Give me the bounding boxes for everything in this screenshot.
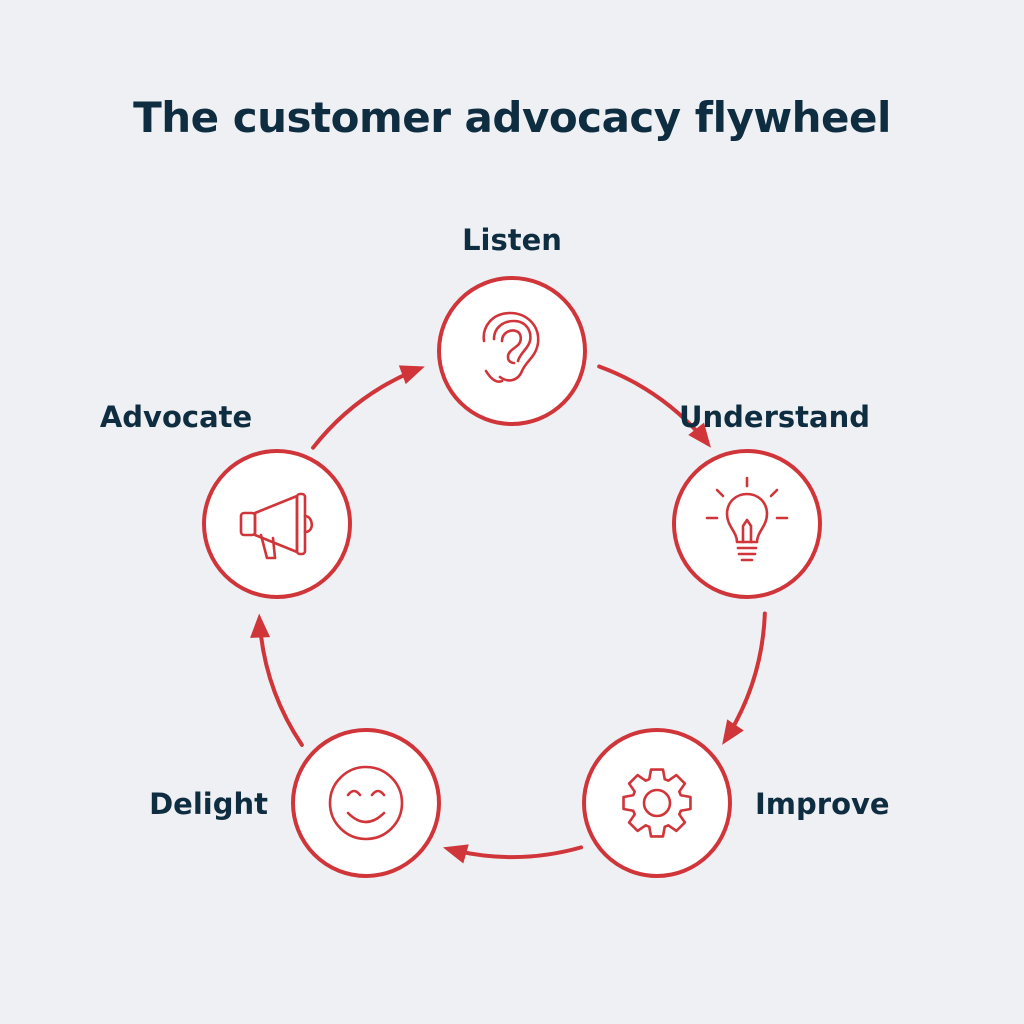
stage-node-advocate: Advocate — [100, 400, 352, 599]
node-circle — [672, 449, 822, 599]
flow-arc-improve-to-delight — [454, 845, 584, 859]
arrowhead-understand — [688, 422, 711, 448]
gear-icon — [622, 768, 692, 838]
flow-arrows — [250, 364, 767, 864]
smiley-icon — [328, 765, 404, 841]
lightbulb-icon — [705, 476, 789, 562]
stage-node-improve: Improve — [582, 728, 890, 878]
stage-label-listen: Listen — [462, 223, 562, 257]
stage-label-advocate: Advocate — [100, 400, 252, 434]
stage-label-delight: Delight — [149, 787, 268, 821]
stage-label-improve: Improve — [755, 787, 890, 821]
arrowhead-advocate — [250, 613, 271, 638]
flow-arc-advocate-to-listen — [311, 369, 414, 450]
ear-icon — [482, 311, 540, 383]
node-circle — [291, 728, 441, 878]
stage-node-delight: Delight — [149, 728, 441, 878]
node-circle — [582, 728, 732, 878]
arrowhead-listen — [398, 365, 425, 385]
flow-arc-understand-to-improve — [727, 611, 767, 735]
flow-arc-listen-to-understand — [597, 364, 704, 439]
node-circle — [202, 449, 352, 599]
arrowhead-improve — [722, 719, 744, 745]
arrowhead-delight — [442, 844, 469, 864]
stage-node-listen: Listen — [437, 223, 587, 426]
stage-node-understand: Understand — [672, 400, 870, 599]
flow-arc-delight-to-advocate — [258, 625, 304, 747]
stage-label-understand: Understand — [679, 400, 870, 434]
megaphone-icon — [239, 492, 314, 560]
page-title: The customer advocacy flywheel — [133, 93, 891, 142]
